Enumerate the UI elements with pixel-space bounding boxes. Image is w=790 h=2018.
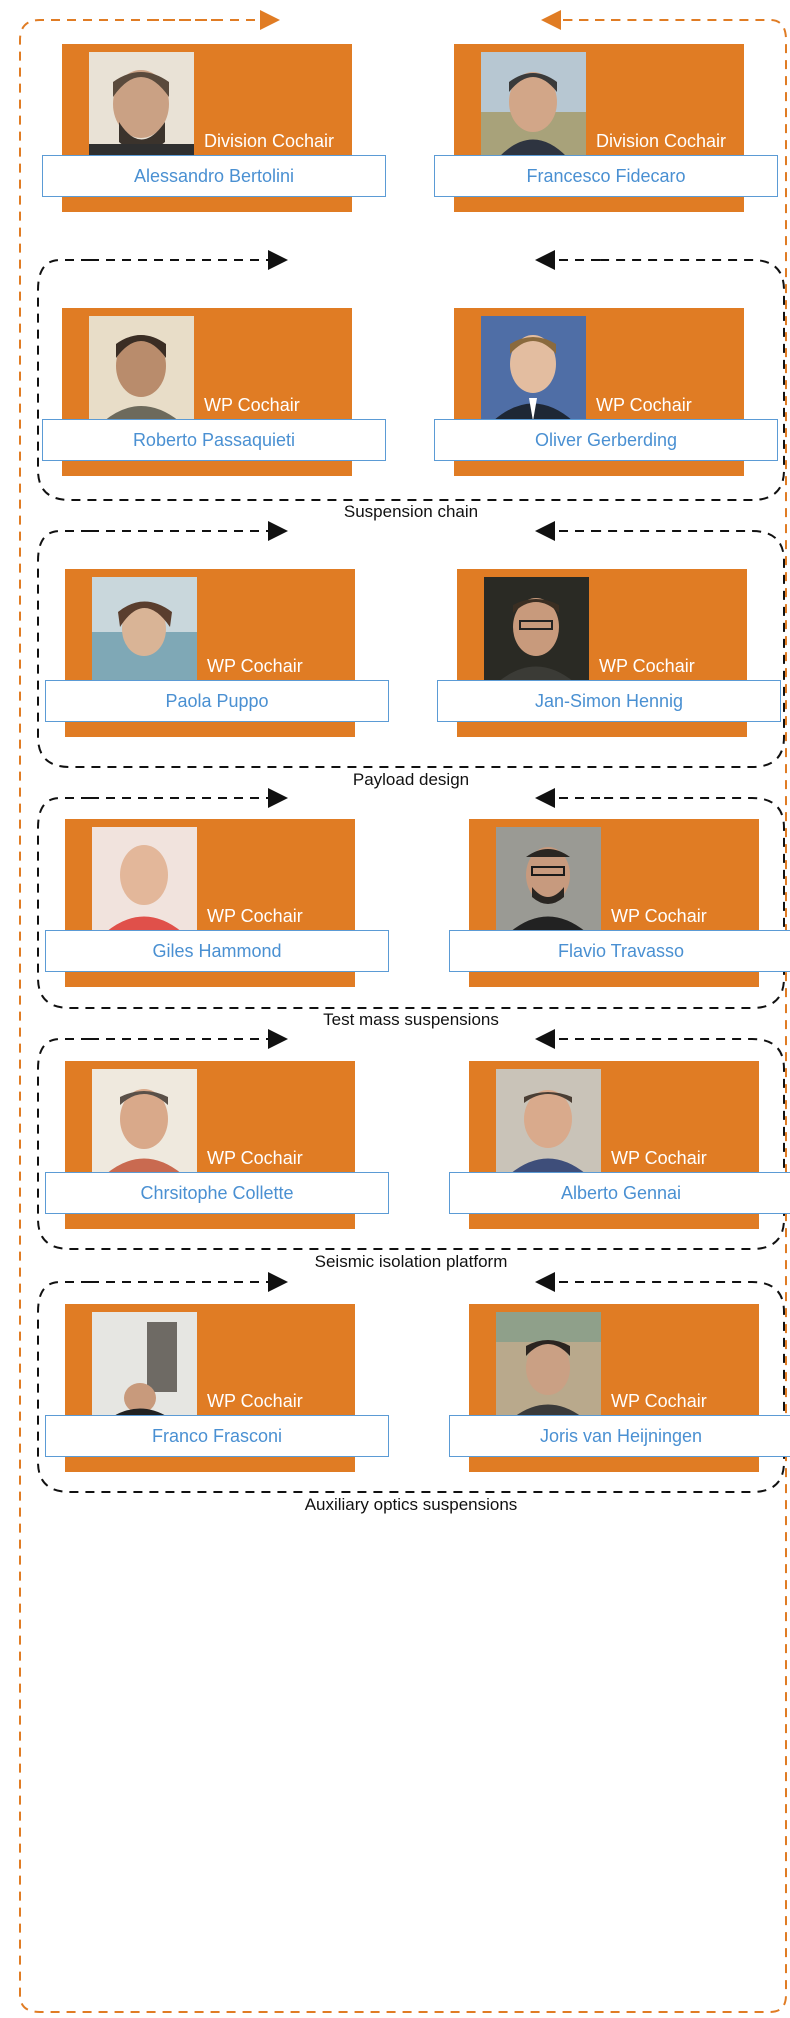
person-photo (89, 316, 194, 421)
group-loop-1 (37, 259, 785, 501)
name-ribbon: Chrsitophe Collette (45, 1172, 389, 1214)
name-ribbon: Jan-Simon Hennig (437, 680, 781, 722)
group-loop-3 (37, 797, 785, 1009)
name-ribbon: Francesco Fidecaro (434, 155, 778, 197)
role-label: WP Cochair (596, 395, 692, 415)
role-label: WP Cochair (207, 1148, 303, 1168)
name-ribbon: Paola Puppo (45, 680, 389, 722)
role-label: WP Cochair (611, 1148, 707, 1168)
role-label: Division Cochair (596, 131, 727, 151)
division-cochair-card-left: Division Cochair Alessandro Bertolini (42, 44, 386, 212)
group-label: Payload design (352, 770, 470, 789)
wp-cochair-card-left: WP Cochair Paola Puppo (45, 569, 389, 737)
wp-cochair-card-right: WP Cochair Oliver Gerberding (434, 308, 778, 476)
name-ribbon: Roberto Passaquieti (42, 419, 386, 461)
wp-cochair-card-right: WP Cochair Flavio Travasso (449, 819, 790, 987)
role-label: WP Cochair (599, 656, 695, 676)
person-photo (481, 52, 586, 157)
name-ribbon: Franco Frasconi (45, 1415, 389, 1457)
name-ribbon: Joris van Heijningen (449, 1415, 790, 1457)
group-label: Test mass suspensions (323, 1010, 499, 1029)
person-photo (92, 827, 197, 932)
name-ribbon: Alessandro Bertolini (42, 155, 386, 197)
name-ribbon: Alberto Gennai (449, 1172, 790, 1214)
role-label: WP Cochair (204, 395, 300, 415)
role-label: WP Cochair (207, 656, 303, 676)
wp-cochair-card-right: WP Cochair Alberto Gennai (449, 1061, 790, 1229)
wp-cochair-card-left: WP Cochair Roberto Passaquieti (42, 308, 386, 476)
group-label: Seismic isolation platform (314, 1252, 508, 1271)
person-photo (496, 1312, 601, 1417)
name-ribbon: Oliver Gerberding (434, 419, 778, 461)
group-label: Suspension chain (343, 502, 479, 521)
person-photo (89, 52, 194, 157)
group-label: Auxiliary optics suspensions (304, 1495, 518, 1514)
group-loop-4 (37, 1038, 785, 1250)
person-photo (484, 577, 589, 682)
name-ribbon: Flavio Travasso (449, 930, 790, 972)
person-photo (92, 1069, 197, 1174)
person-photo (481, 316, 586, 421)
role-label: WP Cochair (207, 906, 303, 926)
role-label: WP Cochair (611, 906, 707, 926)
wp-cochair-card-right: WP Cochair Jan-Simon Hennig (437, 569, 781, 737)
wp-cochair-card-left: WP Cochair Chrsitophe Collette (45, 1061, 389, 1229)
wp-cochair-card-left: WP Cochair Franco Frasconi (45, 1304, 389, 1472)
wp-cochair-card-left: WP Cochair Giles Hammond (45, 819, 389, 987)
group-loop-2 (37, 530, 785, 768)
person-photo (496, 1069, 601, 1174)
role-label: WP Cochair (207, 1391, 303, 1411)
name-ribbon: Giles Hammond (45, 930, 389, 972)
outer-loop (19, 19, 787, 2013)
person-photo (92, 1312, 197, 1417)
role-label: Division Cochair (204, 131, 335, 151)
person-photo (92, 577, 197, 682)
division-cochair-card-right: Division Cochair Francesco Fidecaro (434, 44, 778, 212)
role-label: WP Cochair (611, 1391, 707, 1411)
group-loop-5 (37, 1281, 785, 1493)
person-photo (496, 827, 601, 932)
wp-cochair-card-right: WP Cochair Joris van Heijningen (449, 1304, 790, 1472)
